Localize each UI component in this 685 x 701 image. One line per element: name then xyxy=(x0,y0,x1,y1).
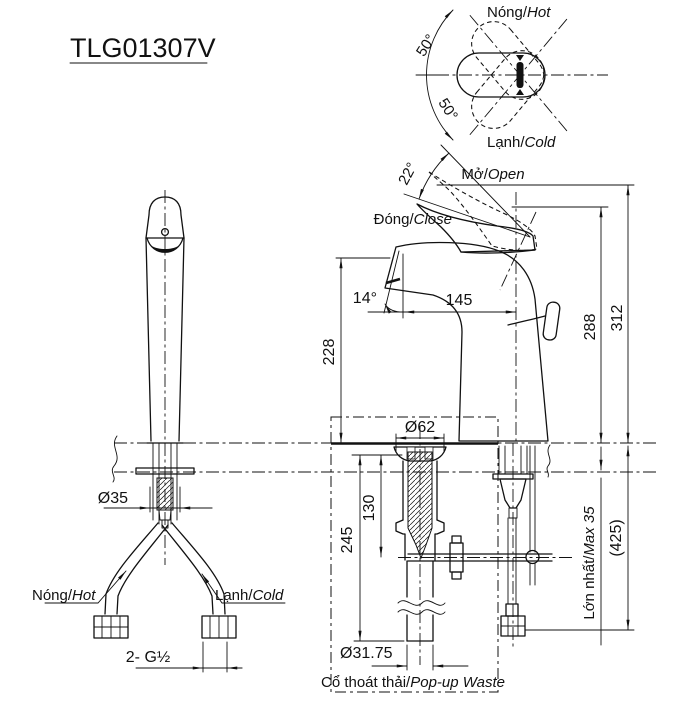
close-label: Đóng/Close xyxy=(374,211,452,228)
lift-rod-arm xyxy=(507,315,546,326)
front-aerator xyxy=(152,246,178,252)
plan-cold-label: Lạnh/Cold xyxy=(487,134,556,151)
swing-angle-lower: 50° xyxy=(434,95,461,123)
counter-deck xyxy=(111,435,658,483)
dim-d3175-label: Ø31.75 xyxy=(340,645,393,662)
cold-leader xyxy=(201,573,286,604)
plan-view: 50° 50° Nóng/Hot Lạnh/Cold xyxy=(413,4,608,151)
dim-d62-label: Ø62 xyxy=(405,419,435,436)
close-ray xyxy=(403,193,531,238)
front-connector xyxy=(156,477,174,511)
counter-break-right xyxy=(546,444,551,478)
lever-angle-label: 22° xyxy=(395,160,421,188)
cold-hose-outer xyxy=(171,522,226,615)
deck-max-label: Lớn nhất/Max 35 xyxy=(581,506,598,620)
model-number-label: TLG01307V xyxy=(70,33,216,63)
lift-rod-knob xyxy=(542,301,561,341)
popup-waste-caption: Cổ thoát thải/Pop-up Waste xyxy=(321,674,505,691)
spout-angle-arc xyxy=(384,303,401,314)
dim-425-label: (425) xyxy=(608,519,625,556)
waste-plug-hatched xyxy=(407,451,433,560)
handle-closed xyxy=(416,203,536,254)
front-body-sides xyxy=(145,237,185,442)
open-label: Mở/Open xyxy=(461,166,524,183)
front-cold-label: Lạnh/Cold xyxy=(215,587,284,604)
cold-hose-nut-facets xyxy=(209,615,229,639)
front-cap xyxy=(145,196,185,239)
front-connector-tip xyxy=(158,509,172,529)
handle-grip-mark xyxy=(516,62,524,88)
dim-245-label: 245 xyxy=(339,527,356,554)
waste-tailpipe xyxy=(406,560,434,642)
grip-tick-down xyxy=(516,89,524,95)
front-washer xyxy=(135,467,195,475)
dim-145-label: 145 xyxy=(446,292,473,309)
waste-lever-rod xyxy=(407,553,553,562)
aerator-outlet xyxy=(385,277,401,285)
handle-top-view xyxy=(456,52,546,98)
front-view: Ø35 Nóng/Hot Lạnh/Cold 2- G½ xyxy=(32,190,286,673)
front-hot-label: Nóng/Hot xyxy=(32,587,96,604)
dim-d35-label: Ø35 xyxy=(98,490,128,507)
handle-hub-centerline xyxy=(499,211,537,291)
rod-clamp-bolt-bottom xyxy=(451,571,462,580)
grip-tick-up xyxy=(516,55,524,61)
side-view-underdeck: Lớn nhất/Max 35 (425) xyxy=(492,443,635,650)
lift-rod-ball-joint xyxy=(525,549,540,565)
dim-312-label: 312 xyxy=(609,305,626,332)
popup-waste-boundary xyxy=(330,416,499,693)
shank-threads xyxy=(498,445,528,475)
lever-angle-arc xyxy=(418,152,450,200)
front-spout-chin xyxy=(146,237,184,253)
hose-crimp xyxy=(505,603,519,617)
hot-hose-inner xyxy=(116,524,169,615)
open-ray xyxy=(440,144,531,238)
hose-nut-facets xyxy=(500,615,526,637)
hot-leader xyxy=(44,570,127,604)
front-cap-dot xyxy=(160,227,170,237)
hot-hose-nut-facets xyxy=(93,615,129,639)
cold-hose-inner xyxy=(161,524,214,615)
spout-body-outline xyxy=(384,241,549,442)
spout-face-extension xyxy=(383,250,400,314)
pop-up-lift-rod xyxy=(529,445,536,586)
lock-nut xyxy=(499,478,527,509)
handle-hub-base xyxy=(460,249,536,253)
popup-waste-view: Ø62 130 245 Ø31.75 Cổ thoát xyxy=(321,416,572,693)
rod-clamp-bolt-top xyxy=(451,535,462,544)
hot-hose-outer xyxy=(104,522,159,615)
plan-hot-label: Nóng/Hot xyxy=(487,4,551,21)
waste-lugs xyxy=(395,519,445,561)
dim-130-label: 130 xyxy=(361,495,378,522)
dim-288-label: 288 xyxy=(582,314,599,341)
spout-angle-label: 14° xyxy=(353,290,377,307)
model-number: TLG01307V xyxy=(69,33,216,64)
counter-break-left xyxy=(111,435,118,483)
thread-label: 2- G½ xyxy=(126,649,170,666)
waste-upper-tube xyxy=(402,460,438,521)
side-view: 22° Mở/Open Đóng/Close 14° 145 228 288 3… xyxy=(321,144,635,444)
tailpipe-break xyxy=(397,600,446,615)
dim-228-label: 228 xyxy=(321,339,338,366)
